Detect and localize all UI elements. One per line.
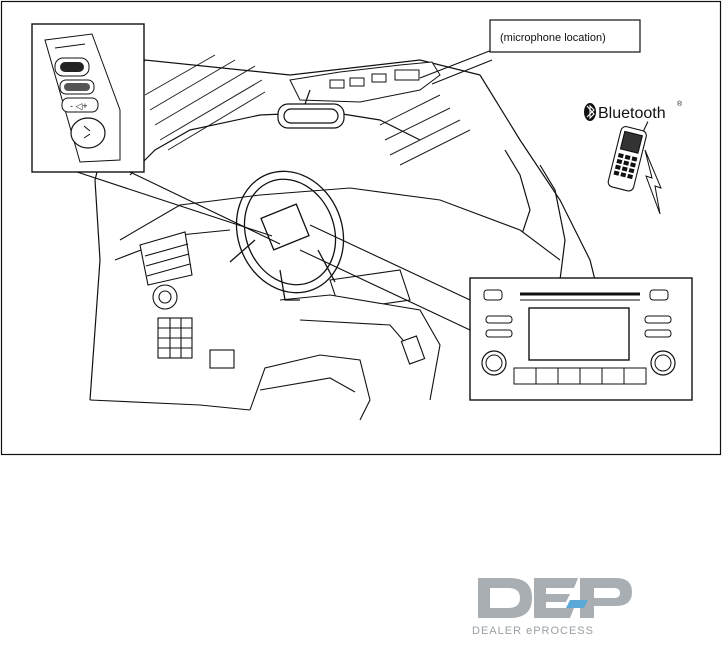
microphone-callout-text: (microphone location) — [500, 32, 606, 44]
bluetooth-registered-mark: ® — [677, 100, 683, 108]
steering-switch-inset: - ◁+ — [32, 24, 144, 172]
dashboard-illustration: - ◁+ (microphone location) Bluetooth ® — [0, 0, 724, 458]
dep-tagline: DEALER ePROCESS — [472, 625, 594, 637]
audio-unit-inset — [470, 278, 692, 400]
bluetooth-icon — [584, 103, 596, 121]
microphone-callout: (microphone location) — [490, 20, 640, 52]
dealer-eprocess-logo: DEALER ePROCESS — [470, 572, 640, 638]
svg-text:- ◁+: - ◁+ — [70, 101, 88, 111]
bluetooth-label: Bluetooth — [598, 105, 666, 122]
